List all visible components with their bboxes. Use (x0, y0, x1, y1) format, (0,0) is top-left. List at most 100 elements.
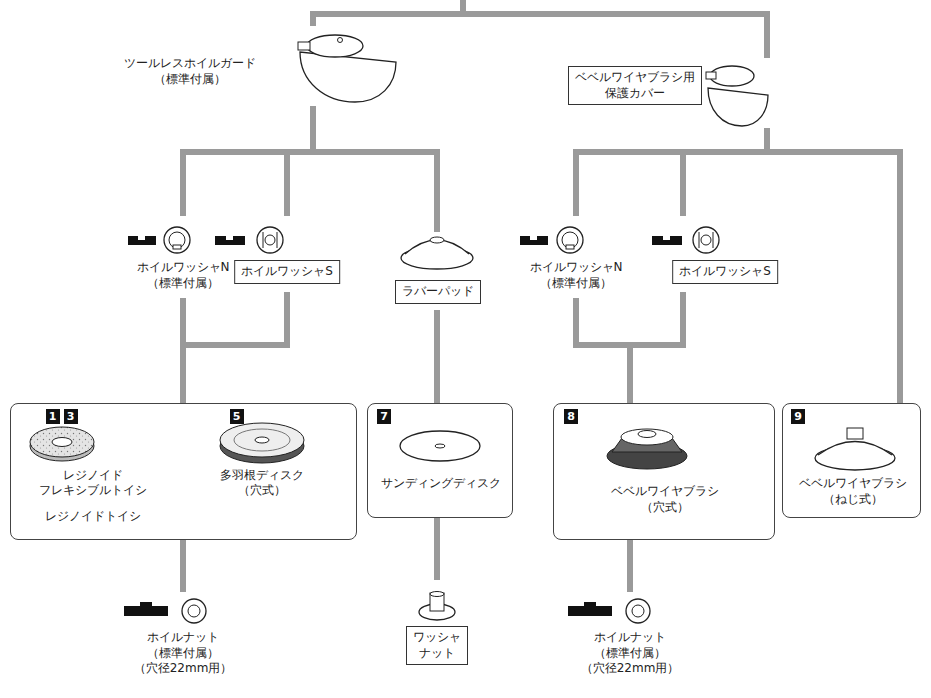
part-label: レジノイドトイシ (45, 509, 141, 525)
sanding-disc-icon (400, 431, 480, 461)
wheel-nut-icon (188, 605, 200, 617)
connector-line (576, 298, 630, 403)
washer-nut-icon (430, 592, 444, 597)
part-item: ホイルワッシャN （標準付属） (516, 216, 636, 298)
part-item: ホイルナット （標準付属） （穴径22mm用） (565, 592, 695, 694)
resinoid-wheel-icon (52, 438, 72, 447)
callout-number: 5 (230, 409, 244, 424)
accessory-box: 8 ベベルワイヤブラシ （穴式） (553, 403, 775, 540)
accessory-box: 7 サンディングディスク (367, 403, 513, 518)
washer-s-icon (699, 232, 713, 248)
accessory-box: 9 ベベルワイヤブラシ （ねじ式） (782, 403, 921, 518)
washer-n-icon (169, 232, 185, 248)
wire-brush-icon (638, 431, 656, 438)
washer-s-icon (693, 227, 719, 253)
brush-cover-icon (708, 88, 768, 126)
part-label: ベベルワイヤブラシ （穴式） (611, 484, 719, 515)
wire-brush-icon (847, 428, 863, 439)
part-label: レジノイド フレキシブルトイシ (39, 468, 147, 499)
part-item: ワッシャ ナット (400, 580, 474, 678)
washer-n-icon (562, 232, 578, 248)
washer-n-icon (173, 245, 181, 249)
washer-n-icon (164, 227, 190, 253)
part-label: ホイルワッシャN （標準付属） (137, 260, 230, 291)
callout-number: 8 (564, 409, 578, 424)
callout-number: 1 (46, 409, 60, 424)
washer-n-icon (520, 236, 548, 245)
washer-n-icon (557, 227, 583, 253)
brush-cover-icon (710, 66, 754, 86)
connector-line (434, 518, 440, 580)
flap-disc-icon (255, 437, 269, 443)
part-label: ツールレスホイルガード （標準付属） (124, 56, 256, 87)
rubber-pad-icon (430, 237, 444, 243)
part-label: ベベルワイヤブラシ （ねじ式） (799, 476, 907, 507)
part-label: ホイルナット （標準付属） （穴径22mm用） (581, 630, 680, 677)
wheel-nut-icon (140, 602, 152, 607)
washer-s-icon (701, 235, 711, 245)
connector-line (683, 128, 767, 216)
brush-cover-icon (706, 72, 716, 79)
washer-s-icon (215, 236, 245, 245)
connector-line (180, 540, 186, 592)
part-label: サンディングディスク (381, 476, 501, 492)
washer-s-icon (226, 236, 233, 240)
washer-s-icon (652, 236, 682, 245)
accessory-item: 13 レジノイド フレキシブルトイシレジノイドトイシ (18, 406, 168, 534)
connector-line (767, 128, 900, 403)
wheel-nut-icon (182, 599, 206, 623)
connector-line (576, 128, 767, 216)
part-label: ラバーパッド (395, 280, 481, 304)
connector-line (627, 540, 633, 592)
part-label: ベベルワイヤブラシ用 保護カバー (568, 66, 702, 105)
connector-line (434, 310, 440, 403)
part-label: 多羽根ディスク （穴式） (220, 468, 304, 499)
washer-n-icon (138, 236, 145, 240)
callout-number: 3 (64, 409, 78, 424)
washer-n-icon (128, 236, 156, 245)
washer-n-icon (566, 245, 574, 249)
sanding-disc-icon (435, 444, 445, 448)
callout-number: 7 (377, 409, 391, 424)
wire-brush-icon (621, 429, 673, 445)
wheel-nut-icon (124, 606, 168, 616)
part-item: ホイルワッシャN （標準付属） (125, 216, 245, 298)
wheel-guard-icon (298, 42, 310, 50)
connector-line (183, 292, 287, 403)
connector-line (630, 292, 683, 403)
accessory-item: 5 多羽根ディスク （穴式） (190, 406, 350, 534)
wheel-nut-icon (626, 599, 650, 623)
group-box: 13 レジノイド フレキシブルトイシレジノイドトイシ 5 多羽根ディスク （穴式） (10, 403, 357, 540)
resinoid-wheel-icon (30, 427, 94, 457)
connector-line (183, 106, 313, 216)
washer-s-icon (257, 227, 283, 253)
wheel-guard-icon (307, 35, 363, 57)
part-item: ホイルワッシャS (648, 216, 803, 292)
connector-line (313, 106, 437, 232)
tool-item: ツールレスホイルガード （標準付属） (115, 26, 400, 106)
washer-s-icon (663, 236, 670, 240)
flap-disc-icon (220, 423, 304, 457)
callout-number: 9 (791, 409, 805, 424)
part-label: ワッシャ ナット (406, 626, 468, 665)
part-label: ホイルナット （標準付属） （穴径22mm用） (134, 630, 233, 677)
wheel-nut-icon (568, 606, 612, 616)
wheel-guard-icon (338, 38, 343, 43)
connector-line (287, 106, 313, 216)
wire-brush-icon (818, 442, 892, 456)
washer-s-icon (263, 232, 277, 248)
washer-s-icon (265, 235, 275, 245)
part-label: ホイルワッシャS (234, 260, 340, 284)
washer-n-icon (530, 236, 537, 240)
feed-line (310, 0, 770, 58)
wheel-guard-icon (300, 52, 396, 102)
part-label: ホイルワッシャS (672, 260, 778, 284)
part-item: ホイルナット （標準付属） （穴径22mm用） (118, 592, 248, 694)
part-item: ホイルワッシャS (210, 216, 365, 292)
wheel-nut-icon (632, 605, 644, 617)
part-label: ホイルワッシャN （標準付属） (530, 260, 623, 291)
part-item: ラバーパッド (391, 232, 485, 310)
